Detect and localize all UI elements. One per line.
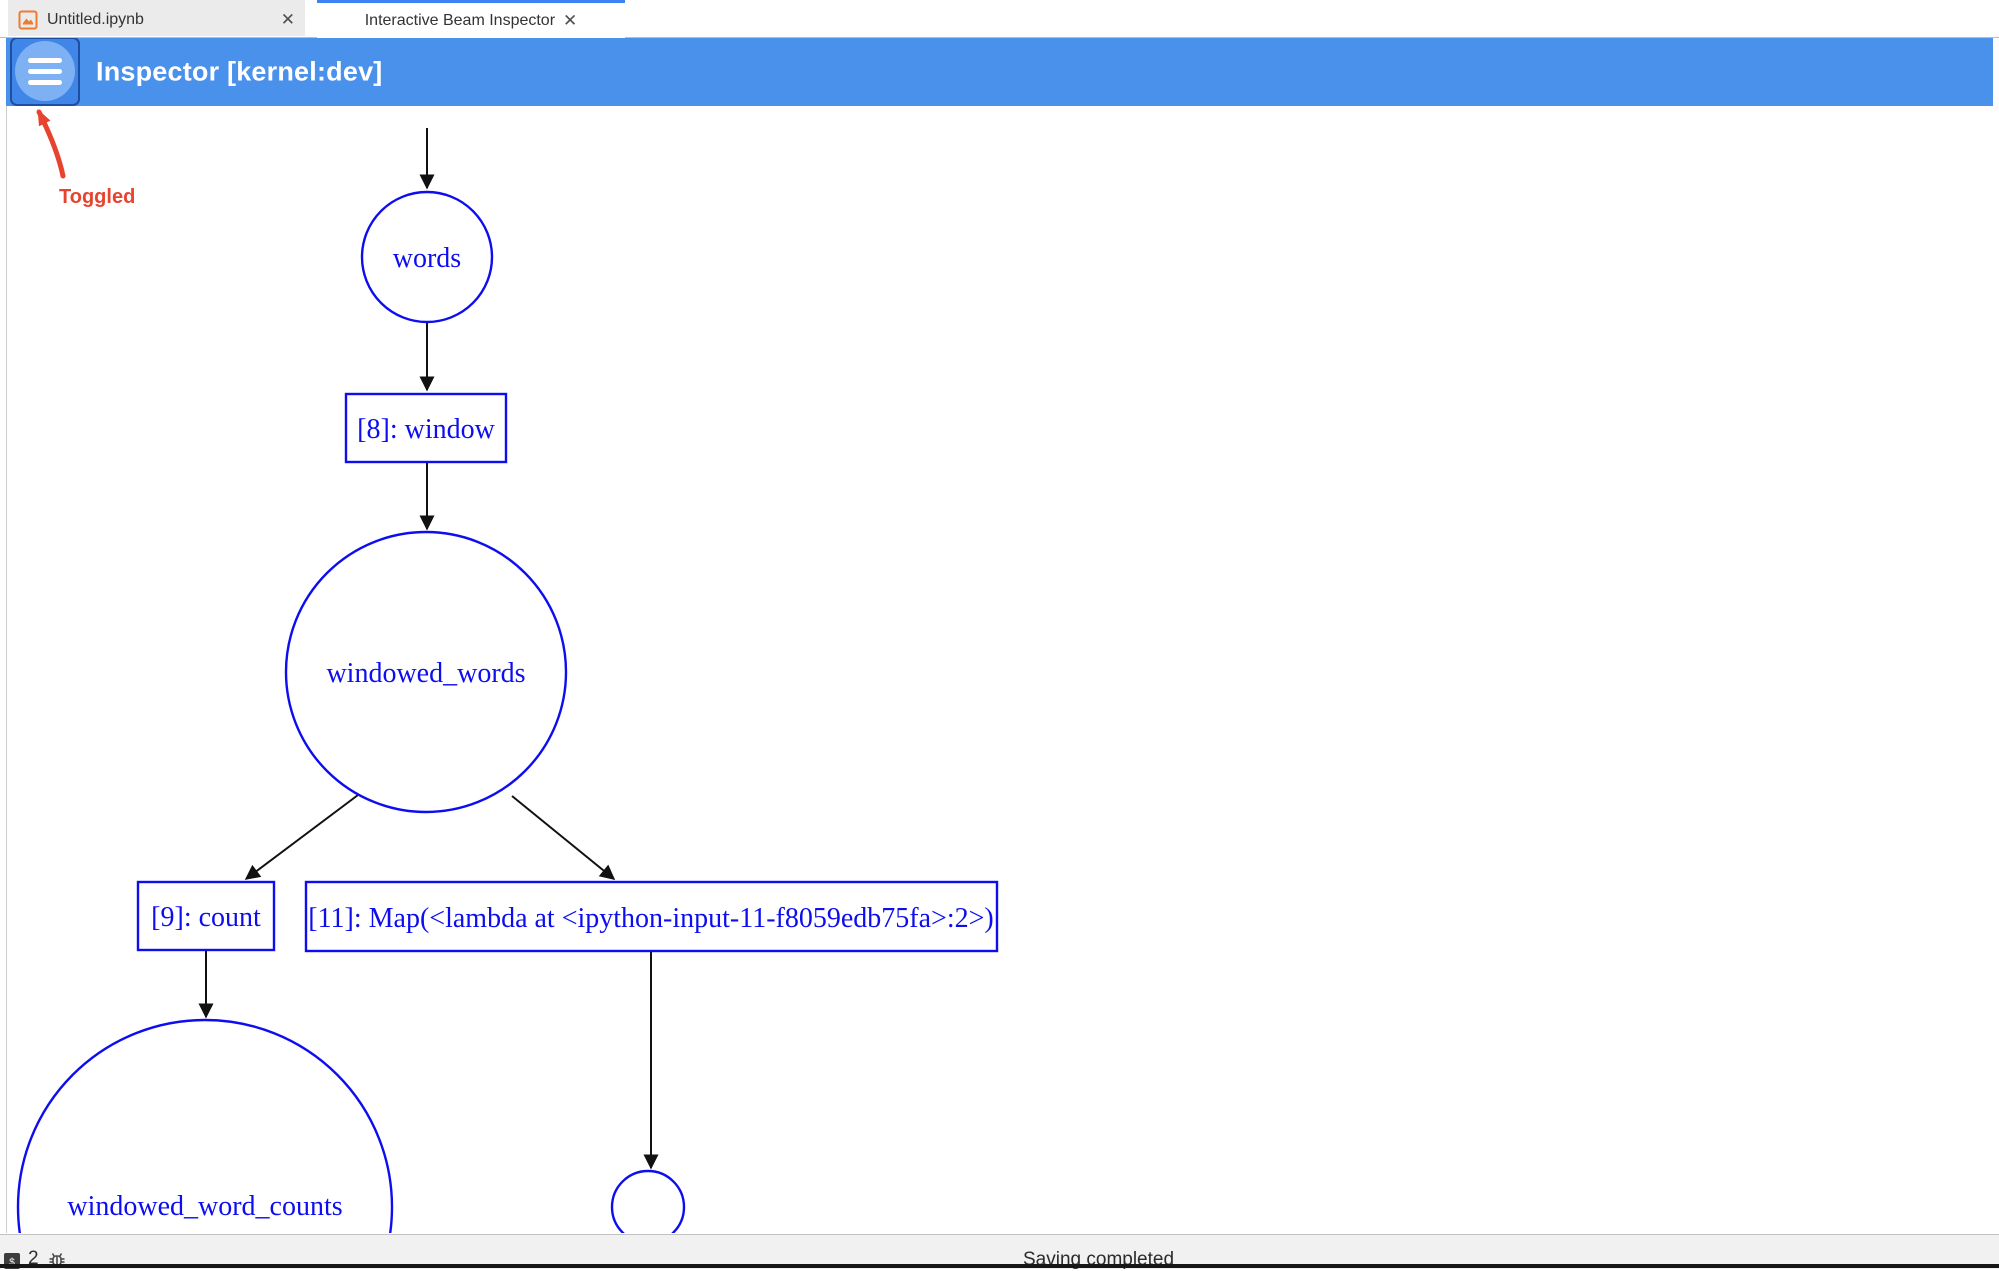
toggled-annotation-arrow [36, 109, 66, 179]
window-bottom-edge [0, 1264, 1999, 1268]
edge-windowed-words-to-map [511, 795, 616, 880]
node-windowed-word-counts[interactable] [16, 1018, 394, 1233]
tab-interactive-beam-inspector[interactable]: Interactive Beam Inspector ✕ [317, 0, 625, 38]
node-windowed-word-counts-label: windowed_word_counts [67, 1191, 342, 1222]
session-count[interactable]: 2 [28, 1248, 39, 1269]
node-cell-11-map[interactable] [304, 880, 999, 953]
node-cell-8-window[interactable] [344, 392, 508, 464]
hamburger-icon [15, 41, 75, 101]
page-title: Inspector [kernel:dev] [96, 56, 383, 86]
node-cell-11-map-label: [11]: Map(<lambda at <ipython-input-11-f… [308, 903, 993, 934]
notebook-icon [18, 10, 38, 29]
toggled-annotation-label: Toggled [59, 186, 136, 208]
tab-untitled-ipynb[interactable]: Untitled.ipynb ✕ [8, 0, 305, 36]
node-cell-8-window-label: [8]: window [357, 414, 495, 445]
status-bar: $ 2 Saving completed [0, 1234, 1999, 1270]
edge-windowed-words-to-count [244, 794, 359, 880]
node-words-label: words [393, 243, 461, 274]
close-icon[interactable]: ✕ [563, 11, 578, 30]
tab-bar: Untitled.ipynb ✕ Interactive Beam Inspec… [0, 0, 1999, 38]
bug-icon[interactable] [48, 1251, 66, 1269]
tab-label: Interactive Beam Inspector [364, 11, 556, 29]
node-windowed-words-label: windowed_words [326, 658, 525, 689]
pipeline-graph: words [8]: window windowed_words [9]: co… [16, 109, 999, 1233]
menu-toggle-button[interactable] [10, 37, 80, 106]
tab-label: Untitled.ipynb [47, 10, 144, 28]
node-cell-9-count-label: [9]: count [151, 902, 261, 933]
panel-left-border [6, 106, 7, 1233]
close-icon[interactable]: ✕ [280, 10, 295, 29]
inspector-header: Inspector [kernel:dev] [6, 37, 1993, 106]
node-words[interactable] [360, 190, 494, 324]
node-windowed-words[interactable] [284, 530, 568, 814]
node-cell-9-count[interactable] [136, 880, 276, 952]
node-unnamed-pcollection[interactable] [610, 1169, 686, 1233]
